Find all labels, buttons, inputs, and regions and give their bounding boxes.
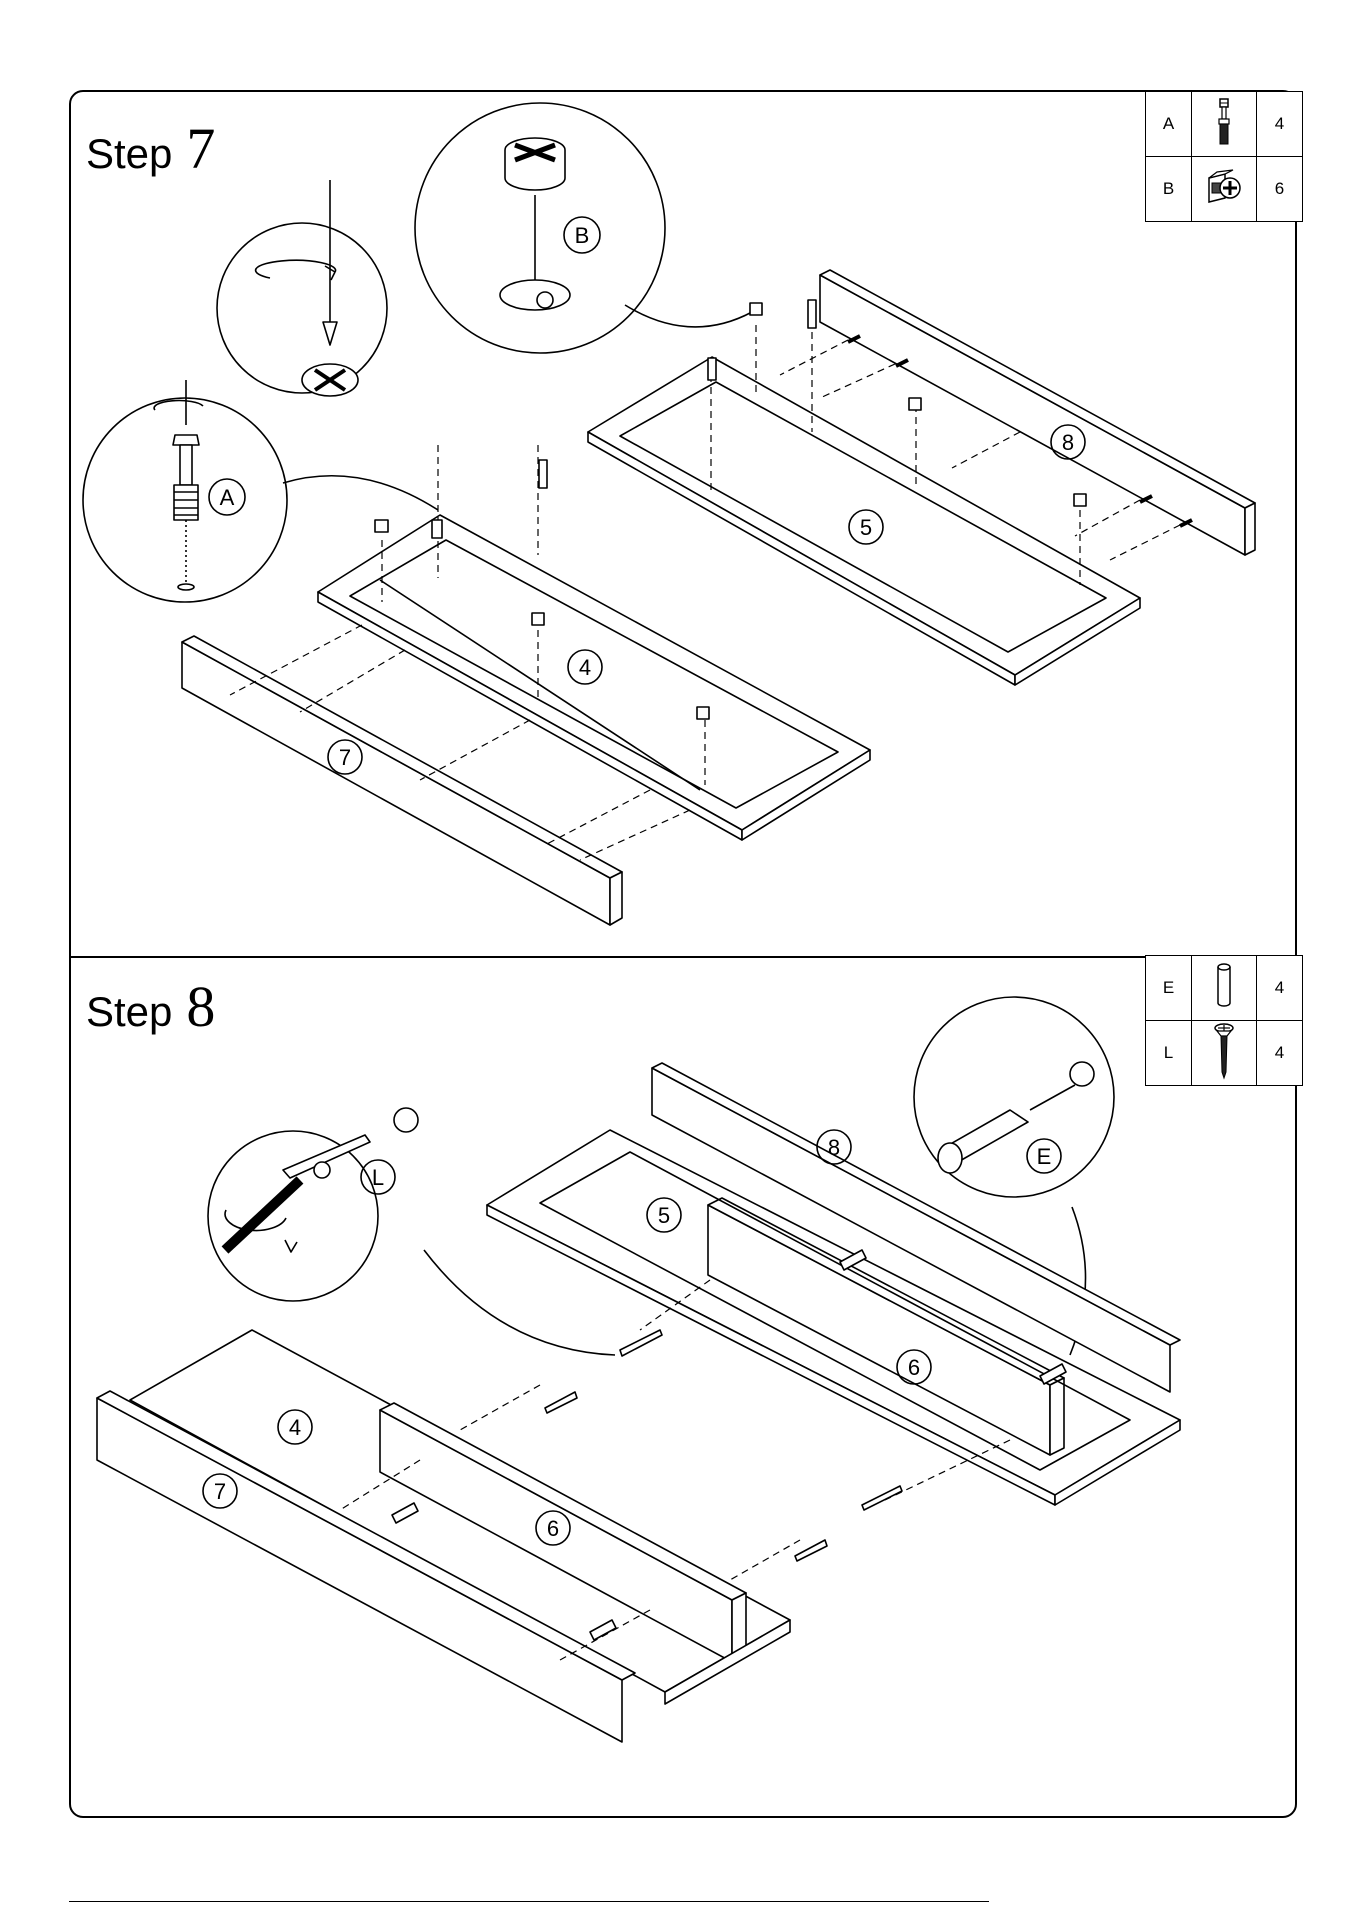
footer-rule xyxy=(69,1901,989,1902)
panel-number: 5 xyxy=(860,515,872,540)
callout-letter: L xyxy=(372,1165,384,1190)
panel-number: 8 xyxy=(828,1135,840,1160)
callout-letter: B xyxy=(575,223,590,248)
panel-number: 5 xyxy=(658,1203,670,1228)
callout-b-magnifier xyxy=(217,103,752,396)
panel-number: 6 xyxy=(908,1355,920,1380)
panel-number: 8 xyxy=(1062,430,1074,455)
panel-number: 7 xyxy=(214,1479,226,1504)
callout-letter: A xyxy=(220,485,235,510)
panel-number: 7 xyxy=(339,745,351,770)
callout-letter: E xyxy=(1037,1144,1052,1169)
panel-number: 4 xyxy=(289,1415,301,1440)
panel-number: 4 xyxy=(579,655,591,680)
frame-4 xyxy=(97,1330,790,1742)
panel-number: 6 xyxy=(547,1516,559,1541)
